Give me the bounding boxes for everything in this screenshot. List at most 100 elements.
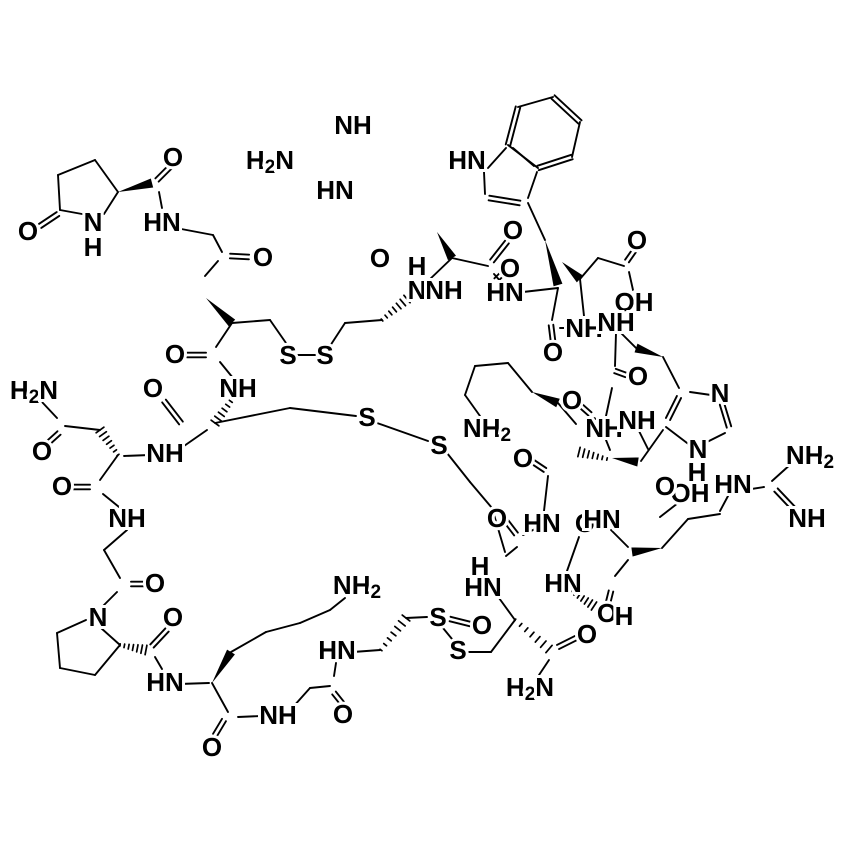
bond-single (527, 202, 546, 241)
bond-double (228, 252, 251, 261)
bond-single (56, 632, 61, 669)
bond-single (309, 685, 331, 689)
bond-single (158, 191, 163, 209)
bond-single (597, 257, 625, 267)
bond-single (490, 619, 516, 653)
atom-label-H2N: H2​N (506, 672, 554, 705)
bond-double (149, 627, 170, 649)
bond-single (527, 171, 538, 199)
bond-single (154, 656, 163, 670)
bond-single (605, 387, 613, 417)
bond-double (664, 395, 683, 421)
atom-label-HN: HN (143, 207, 181, 237)
atom-label-O: O (628, 361, 648, 391)
bond-single (593, 417, 601, 422)
bond-single (101, 591, 118, 608)
bond-single (56, 619, 87, 634)
bond-single (212, 234, 223, 253)
bond-double (556, 634, 578, 651)
atom-label-NH2: NH2​ (786, 440, 834, 473)
bond-single (376, 422, 429, 442)
atom-label-S: S (430, 430, 447, 460)
bond-single (628, 271, 634, 291)
bond-double (536, 153, 574, 172)
bond-hash (569, 589, 598, 611)
bond-double (547, 323, 557, 343)
bond-double (37, 211, 61, 229)
bond-single (183, 429, 208, 447)
bond-single (57, 174, 61, 211)
bond-single (579, 257, 599, 280)
bond-single (103, 529, 128, 551)
atom-label-O: O (655, 471, 675, 501)
atom-label-S: S (358, 402, 375, 432)
bond-single (99, 454, 119, 481)
bond-single (487, 147, 507, 169)
bond-single (566, 536, 580, 572)
bond-single (344, 319, 383, 324)
atom-label-O: O (18, 216, 38, 246)
bond-single (464, 394, 481, 417)
bond-hash (513, 618, 553, 654)
atom-label-O: O (513, 443, 533, 473)
bond-single (215, 322, 233, 348)
bond-single (103, 549, 121, 579)
bond-wedge (562, 262, 584, 283)
atom-label-HN: HN (583, 504, 621, 534)
atom-label-OH: OH (614, 287, 653, 317)
bond-single (94, 159, 119, 193)
bond-double (503, 518, 519, 537)
atom-label-NH: NH (334, 110, 372, 140)
bond-double (578, 403, 593, 417)
atom-label-NH: NH (597, 307, 635, 337)
bond-double (161, 398, 184, 426)
atom-label-OH: OH (670, 478, 709, 508)
bond-single (204, 260, 219, 277)
atom-label-O: O (472, 610, 492, 640)
bond-double (504, 105, 522, 147)
bond-single (665, 426, 692, 447)
bond-double (530, 459, 548, 473)
atom-label-O: O (503, 215, 523, 245)
bond-single (59, 667, 96, 676)
bond-single (771, 462, 793, 482)
bond-double (718, 402, 733, 429)
atom-label-HN: HN (486, 277, 524, 307)
atom-label-O: O (597, 598, 617, 628)
atom-label-NH: NH (108, 503, 146, 533)
atom-label-O: O (627, 225, 647, 255)
atom-label-O: O (165, 339, 185, 369)
atom-label-O: O (487, 503, 507, 533)
atom-label-HN: HN (448, 145, 486, 175)
bond-single (230, 631, 267, 653)
atom-label-H2N: H2​N (246, 145, 294, 178)
bond-double (487, 194, 522, 207)
atom-label-O: O (163, 602, 183, 632)
atom-label-NH: NH (219, 373, 257, 403)
bond-single (605, 439, 611, 451)
atom-label-H: H (471, 551, 490, 581)
bond-single (41, 401, 58, 419)
bond-single (219, 361, 234, 379)
bond-wedge (612, 457, 639, 467)
bond-single (103, 191, 119, 215)
bond-single (498, 597, 516, 621)
bond-single (719, 495, 729, 512)
bond-single (662, 356, 680, 389)
atom-label-NH2: NH2​ (333, 570, 381, 603)
bond-single (231, 319, 271, 324)
bond-wedge (118, 178, 154, 192)
bond-single (100, 627, 121, 646)
atom-label-H: H (408, 251, 427, 281)
bond-double (331, 690, 345, 706)
bond-single (704, 432, 726, 444)
bond-single (661, 518, 689, 549)
bond-single (178, 682, 210, 685)
bond-single (638, 430, 649, 450)
atom-label-O: O (202, 732, 222, 762)
bond-double (613, 367, 628, 379)
atom-label-NH: NH (618, 405, 656, 435)
atom-label-N: N (408, 275, 427, 305)
atom-label-H: H (615, 601, 634, 631)
